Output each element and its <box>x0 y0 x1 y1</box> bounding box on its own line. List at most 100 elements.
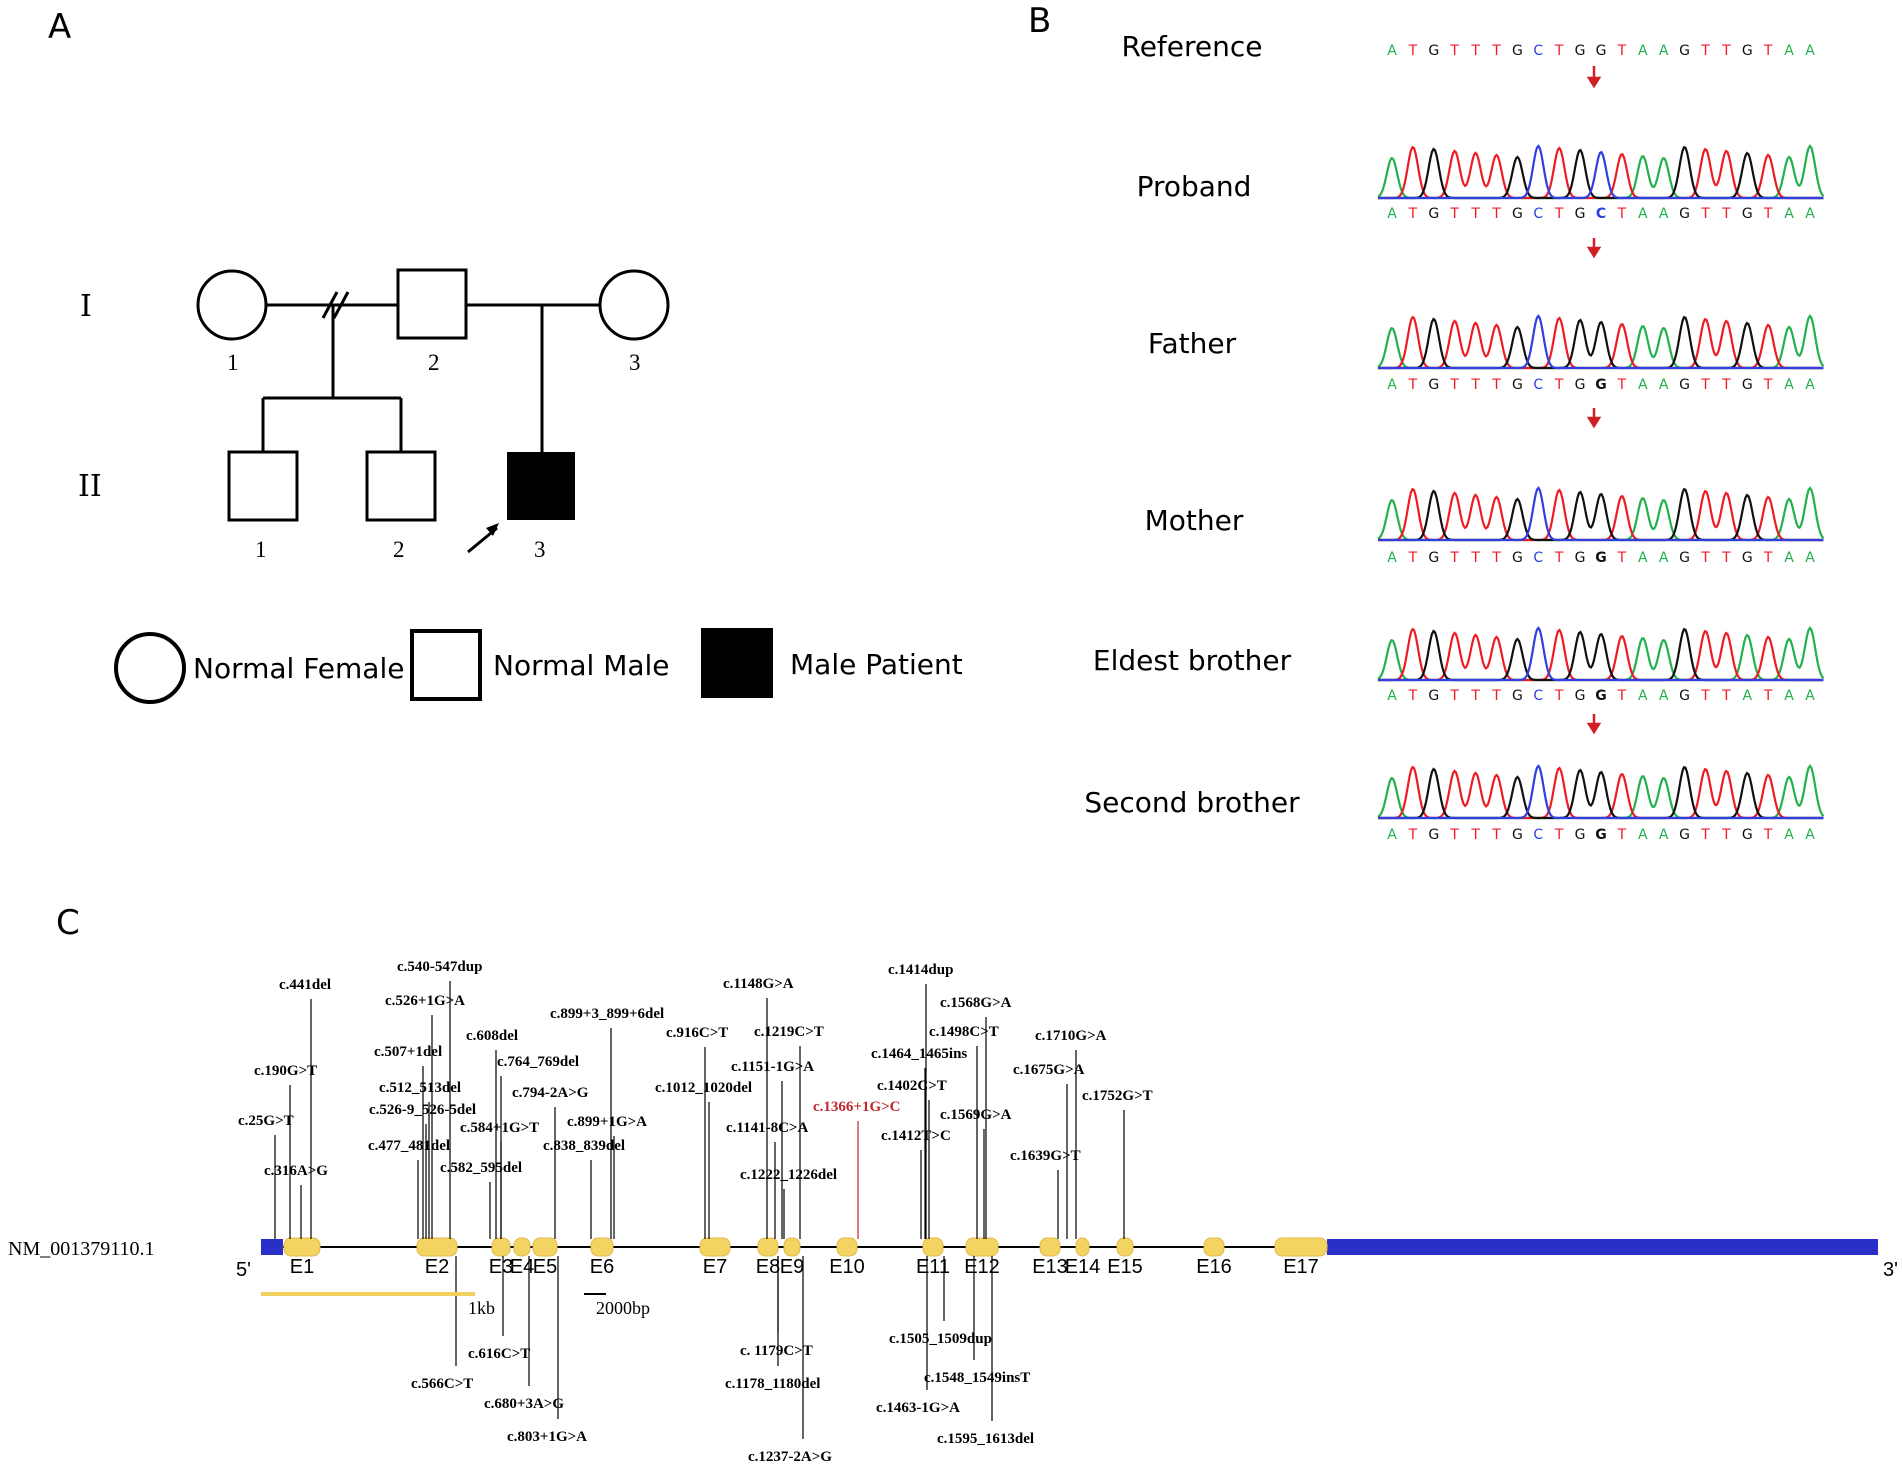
red-arrowhead-2 <box>1586 246 1602 259</box>
base-call-mother-11: T <box>1617 550 1627 566</box>
base-call-mother-3: T <box>1449 550 1459 566</box>
individual-II-1-number: 1 <box>255 537 267 562</box>
variant-label-4: c.540-547dup <box>397 959 482 975</box>
base-call-reference-12: A <box>1638 43 1648 59</box>
exon-label-E12: E12 <box>964 1256 1000 1278</box>
base-call-mother-15: T <box>1700 550 1710 566</box>
base-call-eldest-brother-3: T <box>1449 688 1459 704</box>
base-call-proband-15: T <box>1700 206 1710 222</box>
variant-label-31: c.1498C>T <box>929 1024 999 1040</box>
base-call-proband-19: A <box>1784 206 1794 222</box>
base-call-eldest-brother-7: C <box>1533 688 1543 704</box>
scale-1kb-label: 1kb <box>468 1298 495 1318</box>
transcript-name: NM_001379110.1 <box>8 1238 154 1260</box>
base-call-father-9: G <box>1575 377 1586 393</box>
base-call-eldest-brother-18: T <box>1763 688 1773 704</box>
exon-label-E14: E14 <box>1065 1256 1101 1278</box>
base-call-reference-14: G <box>1679 43 1690 59</box>
base-call-father-10: G <box>1595 377 1607 393</box>
variant-label-18: c.916C>T <box>666 1025 728 1041</box>
individual-I-3-female <box>598 269 670 341</box>
base-call-second-brother-20: A <box>1805 827 1815 843</box>
base-call-mother-6: G <box>1512 550 1523 566</box>
variant-label-17: c.899+1G>A <box>567 1114 647 1130</box>
base-call-reference-4: T <box>1470 43 1480 59</box>
variant-label-28: c.1402C>T <box>877 1078 947 1094</box>
variant-label-36: c.1639G>T <box>1010 1148 1081 1164</box>
base-call-proband-14: G <box>1679 206 1690 222</box>
row-reference-label: Reference <box>1122 30 1263 63</box>
base-call-mother-18: T <box>1763 550 1773 566</box>
base-call-eldest-brother-14: G <box>1679 688 1690 704</box>
base-call-eldest-brother-17: A <box>1743 688 1753 704</box>
legend-female-symbol <box>114 632 186 704</box>
row-eldest-brother-label: Eldest brother <box>1093 644 1292 677</box>
variant-below-label-2: c.680+3A>G <box>484 1396 564 1412</box>
base-call-second-brother-1: T <box>1408 827 1418 843</box>
base-call-father-11: T <box>1617 377 1627 393</box>
base-call-father-5: T <box>1491 377 1501 393</box>
variant-label-20: c.1148G>A <box>723 976 794 992</box>
individual-II-1-male <box>227 450 299 522</box>
variant-below-label-10: c.1595_1613del <box>937 1431 1034 1447</box>
base-call-proband-11: T <box>1617 206 1627 222</box>
base-call-second-brother-9: G <box>1575 827 1586 843</box>
row-proband-label: Proband <box>1137 170 1252 203</box>
base-call-eldest-brother-5: T <box>1491 688 1501 704</box>
base-call-eldest-brother-20: A <box>1805 688 1815 704</box>
variant-label-15: c.838_839del <box>543 1138 625 1154</box>
variant-below-label-7: c.1505_1509dup <box>889 1331 992 1347</box>
base-call-father-14: G <box>1679 377 1690 393</box>
generation-1-label: I <box>80 289 92 324</box>
base-call-second-brother-3: T <box>1449 827 1459 843</box>
trace-eldest-brother-C <box>1378 626 1824 682</box>
exon-E14 <box>1075 1237 1090 1257</box>
base-call-reference-15: T <box>1700 43 1710 59</box>
base-call-proband-6: G <box>1512 206 1523 222</box>
variant-label-2: c.25G>T <box>238 1113 294 1129</box>
base-call-reference-9: G <box>1575 43 1586 59</box>
base-call-second-brother-19: A <box>1784 827 1794 843</box>
exon-E8 <box>757 1237 779 1257</box>
base-call-mother-8: T <box>1554 550 1564 566</box>
variant-label-14: c.794-2A>G <box>512 1085 589 1101</box>
base-call-second-brother-4: T <box>1470 827 1480 843</box>
trace-mother-G <box>1378 487 1824 542</box>
base-call-proband-12: A <box>1638 206 1648 222</box>
scale-bar-1kb <box>261 1292 475 1296</box>
exon-label-E13: E13 <box>1032 1256 1068 1278</box>
individual-II-3-number: 3 <box>534 537 546 562</box>
base-call-mother-2: G <box>1428 550 1439 566</box>
trace-second-brother-G <box>1378 765 1824 820</box>
exon-label-E7: E7 <box>703 1256 727 1278</box>
base-call-eldest-brother-9: G <box>1575 688 1586 704</box>
variant-below-label-0: c.616C>T <box>468 1346 530 1362</box>
exon-label-E2: E2 <box>425 1256 449 1278</box>
base-call-reference-18: T <box>1763 43 1773 59</box>
panel-a-letter: A <box>48 7 71 47</box>
variant-label-1: c.190G>T <box>254 1063 317 1079</box>
variant-line-group: c.441delc.190G>Tc.25G>Tc.316A>Gc.540-547… <box>238 959 1153 1465</box>
base-call-reference-16: T <box>1721 43 1731 59</box>
row-mother-label: Mother <box>1145 504 1244 537</box>
base-call-mother-1: T <box>1408 550 1418 566</box>
base-call-mother-13: A <box>1659 550 1669 566</box>
exon-label-E4: E4 <box>510 1256 534 1278</box>
base-call-mother-5: T <box>1491 550 1501 566</box>
base-call-reference-5: T <box>1491 43 1501 59</box>
base-call-reference-1: T <box>1408 43 1418 59</box>
base-call-second-brother-10: G <box>1595 827 1607 843</box>
base-call-second-brother-16: T <box>1721 827 1731 843</box>
base-call-mother-9: G <box>1575 550 1586 566</box>
base-call-eldest-brother-10: G <box>1595 688 1607 704</box>
exon-E2 <box>416 1237 458 1257</box>
exon-E4 <box>513 1237 531 1257</box>
panel-a: A I II 1 2 3 1 2 3 Nor <box>48 7 963 704</box>
base-call-proband-8: T <box>1554 206 1564 222</box>
exon-E3 <box>491 1237 511 1257</box>
legend-patient-symbol <box>701 628 773 698</box>
base-call-second-brother-7: C <box>1533 827 1543 843</box>
base-call-father-19: A <box>1784 377 1794 393</box>
individual-I-1-female <box>196 269 268 341</box>
variant-label-0: c.441del <box>279 977 331 993</box>
